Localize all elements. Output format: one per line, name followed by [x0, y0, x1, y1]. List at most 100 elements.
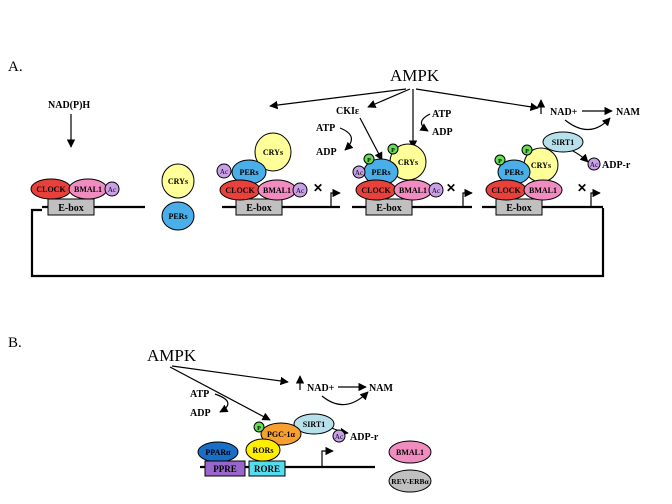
pgc1a — [260, 422, 302, 446]
atp-adp-curve-b — [214, 393, 229, 413]
ebox-4 — [495, 198, 543, 216]
sirt1-b — [293, 413, 335, 435]
ppara-label: PPARα — [205, 448, 231, 457]
ac-label-3b: Ac — [432, 187, 440, 195]
clock-label-1: CLOCK — [36, 185, 66, 194]
nad-label-b: NAD+ — [307, 383, 335, 394]
tss-arrow-2 — [330, 188, 341, 207]
p-label-3a: P — [367, 158, 371, 164]
adp-label-a1: ADP — [316, 147, 337, 158]
pers-label-3: PERs — [371, 168, 390, 177]
ampk-label-b: AMPK — [147, 346, 197, 365]
nam-label-b: NAM — [369, 383, 393, 394]
ebox-label-2: E-box — [246, 203, 272, 214]
ebox-label-3: E-box — [376, 203, 402, 214]
pers-label-4: PERs — [504, 168, 523, 177]
ampk-b-to-pgc-arrow — [169, 366, 271, 421]
nadph-label: NAD(P)H — [48, 100, 90, 111]
x-mark-4: ✕ — [577, 181, 587, 195]
p-badge-4a — [494, 154, 506, 166]
bmal1-4 — [523, 179, 563, 201]
pgc1a-label: PGC-1α — [267, 430, 296, 439]
sirt1-label-b: SIRT1 — [303, 420, 325, 429]
p-badge-3b — [387, 143, 399, 155]
bmal1-label-2: BMAL1 — [263, 186, 291, 195]
tss-arrow-4 — [590, 188, 601, 207]
ckie-arrow — [359, 117, 383, 161]
tss-arrow-3 — [462, 188, 473, 207]
tss-arrow-b — [321, 446, 334, 467]
ac-label-1: Ac — [108, 186, 116, 194]
ac-label-4: Ac — [590, 161, 598, 169]
ampk-b-to-nad-arrow — [171, 365, 289, 386]
p-label-b: P — [257, 426, 261, 432]
crys-label-3: CRYs — [398, 158, 418, 167]
rors-label: RORs — [253, 446, 274, 455]
adpr-label-a: ADP-r — [602, 160, 631, 171]
pers-label-2: PERs — [239, 168, 258, 177]
atp-label-b: ATP — [190, 389, 209, 400]
ampk-label-a: AMPK — [390, 66, 440, 85]
ebox-2 — [235, 198, 283, 216]
ampk-to-nad-arrow — [415, 88, 539, 111]
panel-b-label: B. — [8, 335, 22, 351]
ac-badge-b — [332, 429, 346, 443]
ac-label-b: Ac — [335, 433, 343, 441]
ac-badge-1 — [104, 181, 120, 197]
crys-free — [161, 163, 195, 199]
ppre-box — [204, 460, 246, 477]
ebox-label-4: E-box — [506, 203, 532, 214]
atp-adp-curve-a2 — [419, 113, 431, 132]
ac-label-2b: Ac — [296, 187, 304, 195]
pers-free-label: PERs — [168, 212, 187, 221]
rore-label: RORE — [254, 464, 280, 474]
nad-cycle-curve-b — [321, 391, 369, 406]
ebox-1 — [47, 198, 95, 216]
nam-label-a: NAM — [616, 107, 640, 118]
nad-cycle-curve-a — [564, 117, 611, 131]
ac-badge-4 — [587, 157, 601, 171]
bmal1-b — [388, 440, 432, 464]
ac-badge-3b — [428, 182, 444, 198]
p-badge-b — [253, 421, 265, 433]
ac-badge-3a — [352, 165, 366, 179]
crys-2 — [254, 132, 292, 172]
reverba — [388, 469, 432, 493]
x-mark-3: ✕ — [446, 181, 456, 195]
bmal1-label-3: BMAL1 — [399, 186, 427, 195]
bmal1-label-b: BMAL1 — [396, 448, 424, 457]
bmal1-label-4: BMAL1 — [529, 186, 557, 195]
crys-free-label: CRYs — [168, 177, 188, 186]
p-label-4b: P — [525, 149, 529, 155]
feedback-loop-line — [30, 208, 605, 278]
ebox-3 — [365, 198, 413, 216]
x-mark-2: ✕ — [313, 181, 323, 195]
clock-label-4: CLOCK — [491, 186, 521, 195]
ac-label-2a: Ac — [220, 168, 228, 176]
adp-label-a2: ADP — [432, 127, 453, 138]
ampk-to-left-arrow — [269, 88, 407, 110]
ac-badge-2b — [292, 182, 308, 198]
crys-label-2: CRYs — [263, 148, 283, 157]
atp-adp-curve-a1 — [339, 127, 354, 151]
reverba-label: REV-ERBα — [391, 477, 429, 486]
rore-box — [248, 460, 286, 477]
bmal1-label-1: BMAL1 — [74, 185, 102, 194]
sirt1-a — [542, 131, 584, 153]
ac-label-3a: Ac — [355, 169, 363, 177]
atp-label-a1: ATP — [316, 123, 335, 134]
adp-label-b: ADP — [190, 408, 211, 419]
crys-label-4: CRYs — [531, 161, 551, 170]
ppre-label: PPRE — [213, 464, 237, 474]
p-label-3b: P — [391, 148, 395, 154]
sirt1-label-a: SIRT1 — [552, 138, 574, 147]
ebox-label-1: E-box — [58, 203, 84, 214]
panel-a-label: A. — [8, 59, 23, 75]
ampk-to-ckie-arrow — [367, 88, 411, 108]
nad-label-a: NAD+ — [550, 107, 578, 118]
atp-label-a2: ATP — [432, 109, 451, 120]
adpr-text-a: ADP-r — [602, 160, 631, 171]
clock-label-3: CLOCK — [361, 186, 391, 195]
